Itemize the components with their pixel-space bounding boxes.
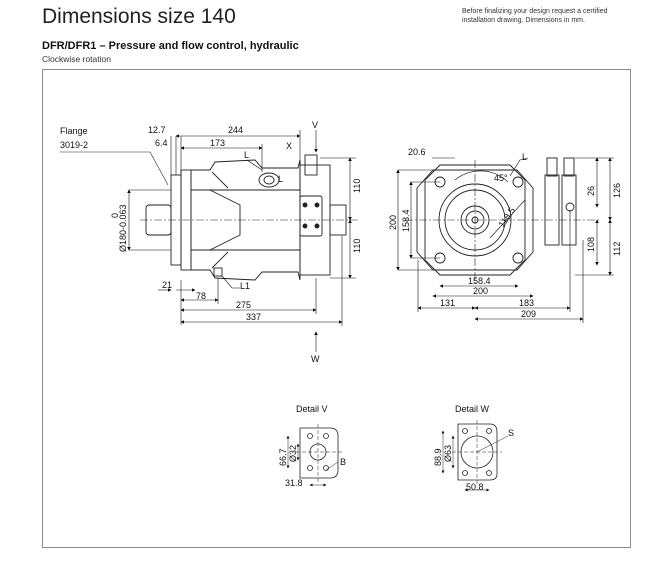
dim-6-4: 6.4	[155, 138, 168, 148]
dim-183: 183	[519, 298, 534, 308]
dim-110-bottom: 110	[352, 239, 362, 253]
bolt-hole	[512, 252, 524, 264]
design-note: Before finalizing your design request a …	[462, 7, 642, 25]
port-v-fitting	[304, 154, 318, 176]
port-b-label: B	[340, 457, 346, 467]
dim-50-8: 50.8	[466, 482, 484, 492]
dim-244: 244	[228, 125, 243, 135]
dim-200-horizontal: 200	[473, 286, 488, 296]
dim-337: 337	[246, 312, 261, 322]
section-title: DFR/DFR1 – Pressure and flow control, hy…	[42, 40, 299, 52]
dim-diameter-63: Ø63	[443, 445, 453, 462]
rotation-label: Clockwise rotation	[42, 54, 111, 64]
detail-v-flange	[299, 427, 339, 479]
dim-158-4-vertical: 158.4	[401, 209, 411, 232]
dim-200-vertical: 200	[388, 215, 398, 230]
detail-w-title: Detail W	[455, 404, 490, 414]
side-view-labels: Flange 3019-2 12.7 6.4 244 173 L L X V 1…	[60, 120, 362, 364]
front-view	[405, 157, 600, 285]
dim-131: 131	[440, 298, 455, 308]
view-w-arrow-label: W	[311, 354, 320, 364]
front-port-l-label: L	[522, 152, 527, 162]
control-cartridge-2	[561, 174, 577, 246]
detail-v-title: Detail V	[296, 404, 328, 414]
dim-20-6: 20.6	[408, 147, 426, 157]
dim-shaft-diameter: Ø180-0.063	[118, 204, 128, 252]
port-l1-boss	[213, 267, 223, 277]
front-view-labels: 20.6 45° 118.5 L 200 158.4 26 126 108 11…	[388, 147, 622, 319]
drawing-frame	[42, 69, 631, 548]
page-title: Dimensions size 140	[42, 5, 236, 28]
shaft-tolerance-upper: 0	[110, 213, 120, 218]
dim-118-5: 118.5	[496, 206, 517, 230]
dim-21: 21	[162, 280, 172, 290]
dim-112: 112	[612, 242, 622, 256]
port-l-label: L	[244, 150, 249, 160]
dim-26: 26	[586, 186, 596, 196]
detail-v: Detail V 66.7 Ø32 31.8 B	[278, 404, 346, 488]
dim-31-8: 31.8	[285, 478, 303, 488]
bolt-hole	[512, 176, 524, 188]
detail-w-flange	[457, 423, 498, 481]
design-note-line-1: Before finalizing your design request a …	[462, 8, 608, 15]
dim-275: 275	[236, 300, 251, 310]
port-l-label-2: L	[278, 174, 283, 184]
detail-w: Detail W 88.9 Ø63 50.8 S	[433, 404, 514, 492]
dim-45-degree: 45°	[494, 173, 508, 183]
port-v-label: V	[312, 120, 318, 130]
port-l-boss	[258, 172, 280, 188]
control-cartridge-1	[544, 174, 560, 246]
side-view	[60, 151, 360, 281]
port-x-label: X	[286, 141, 292, 151]
dim-108: 108	[586, 237, 596, 252]
flange-number: 3019-2	[60, 140, 88, 150]
flange-label: Flange	[60, 126, 88, 136]
dim-110-top: 110	[352, 179, 362, 193]
port-s-label: S	[508, 428, 514, 438]
dim-diameter-32: Ø32	[288, 445, 298, 462]
pump-housing	[190, 159, 301, 281]
dim-12-7: 12.7	[148, 125, 166, 135]
dim-88-9: 88.9	[433, 448, 443, 466]
dim-173: 173	[210, 138, 225, 148]
design-note-line-2: installation drawing. Dimensions in mm.	[462, 17, 585, 24]
port-l1-label: L1	[240, 281, 250, 291]
dim-158-4-horizontal: 158.4	[468, 276, 491, 286]
dim-209: 209	[521, 309, 536, 319]
dim-66-7: 66.7	[278, 448, 288, 466]
dim-126: 126	[612, 183, 622, 198]
side-view-dimension-lines	[127, 130, 356, 352]
dim-78: 78	[196, 291, 206, 301]
front-view-dimension-lines	[396, 157, 614, 323]
